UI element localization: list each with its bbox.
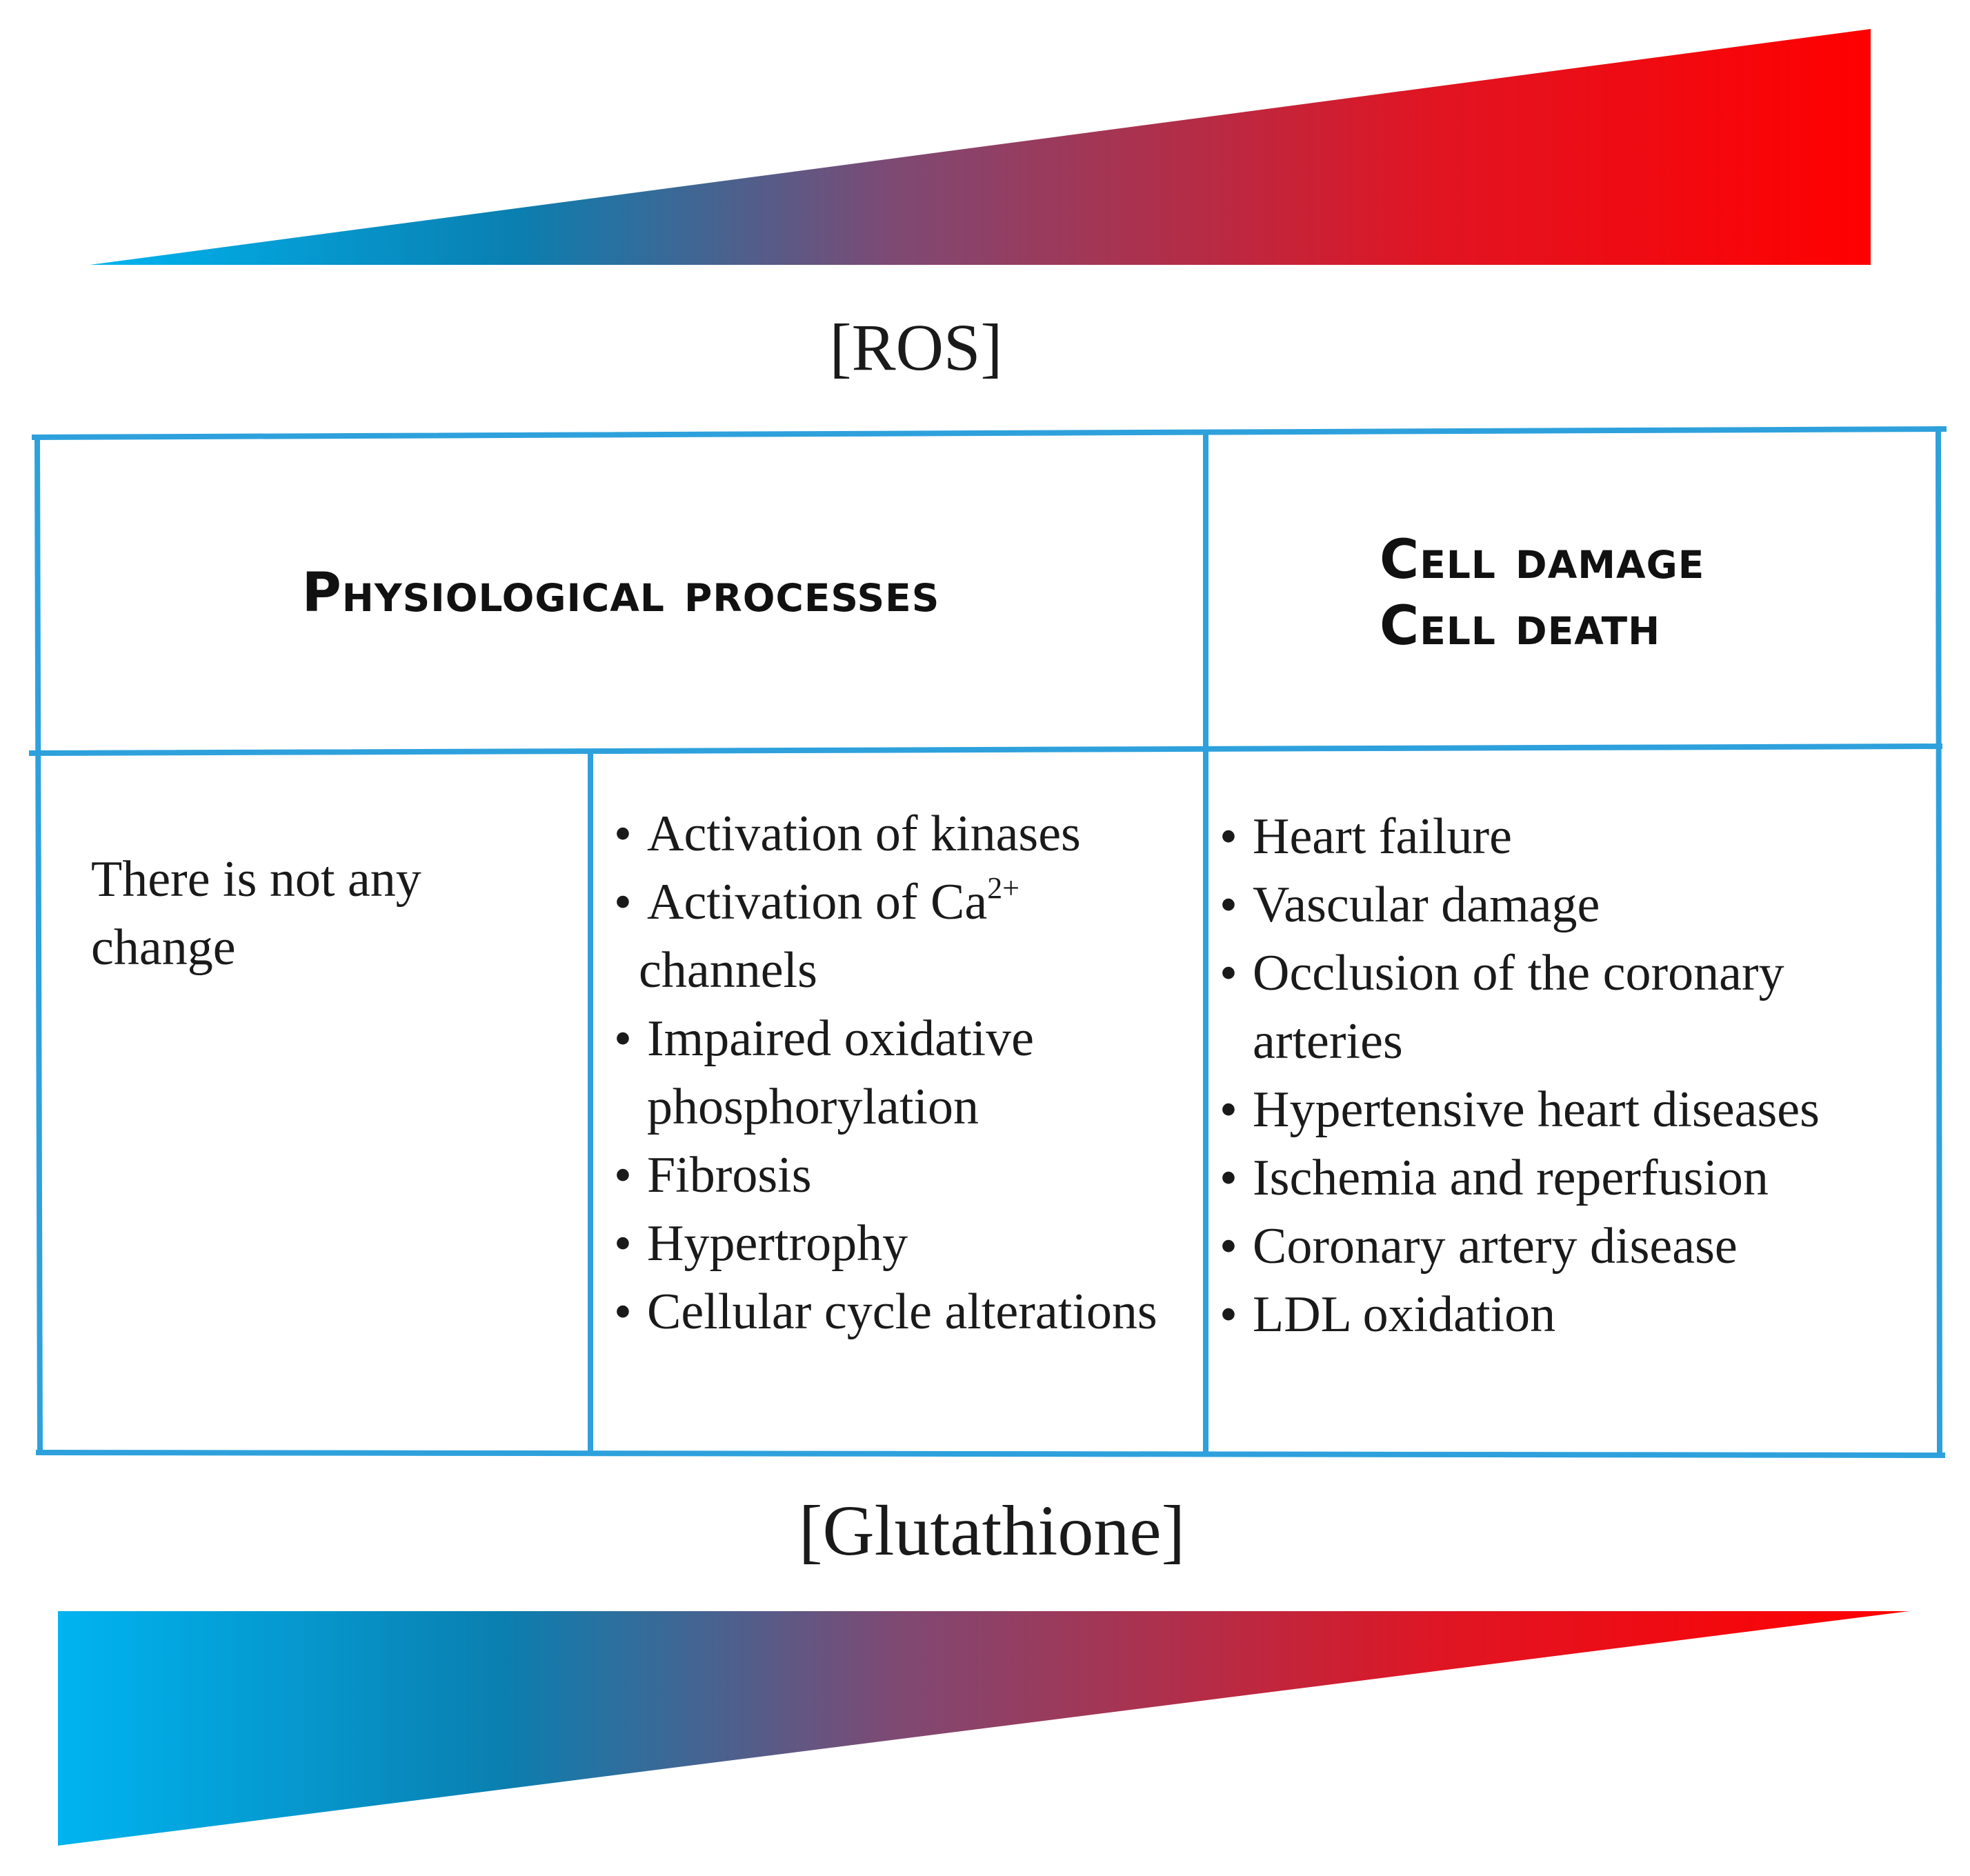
bullet-icon: • <box>1220 808 1237 865</box>
header-physiological-processes: Physiological processes <box>301 562 940 624</box>
list-item-text: Fibrosis <box>647 1147 812 1204</box>
bullet-icon: • <box>1220 1218 1237 1275</box>
bullet-icon: • <box>1220 1286 1237 1343</box>
header-divider <box>28 743 1943 757</box>
bullet-icon: • <box>1220 1081 1237 1138</box>
physiological-items-list: • Activation of kinases • Activation of … <box>614 800 1207 1346</box>
list-item-text: Activation of Ca <box>647 874 988 930</box>
list-item-continuation: channels <box>639 942 817 999</box>
list-item-text: Impaired oxidative phosphorylation <box>647 1010 1034 1135</box>
glutathione-label: [Glutathione] <box>798 1491 1186 1570</box>
list-item-text: Vascular damage <box>1253 877 1600 933</box>
table-bottom-border <box>35 1449 1946 1459</box>
damage-items-list: • Heart failure • Vascular damage • Occl… <box>1220 803 1937 1349</box>
list-item: • Hypertrophy <box>614 1210 1207 1278</box>
list-item-text: Occlusion of the coronary arteries <box>1253 945 1784 1070</box>
header-cell-death: Cell death <box>1380 595 1661 657</box>
bullet-icon: • <box>614 1215 632 1272</box>
bullet-icon: • <box>1220 877 1237 933</box>
ros-wedge-shape <box>90 29 1871 265</box>
table-left-border <box>34 434 43 1456</box>
header-physiological-cell: Physiological processes <box>41 441 1200 745</box>
list-item-text: Ischemia and reperfusion <box>1253 1150 1769 1206</box>
list-item: • Activation of Ca2+ channels <box>614 868 1207 1005</box>
bullet-icon: • <box>614 874 632 930</box>
list-item-text: Activation of kinases <box>647 806 1081 862</box>
list-item: • Heart failure <box>1220 803 1937 871</box>
list-item-text: Heart failure <box>1253 808 1512 865</box>
list-item: • Impaired oxidative phosphorylation <box>614 1005 1207 1141</box>
list-item: • Fibrosis <box>614 1141 1207 1210</box>
list-item: • Vascular damage <box>1220 871 1937 939</box>
header-cell-damage-cell: Cell damage Cell death <box>1207 441 1938 745</box>
list-item: • LDL oxidation <box>1220 1281 1937 1349</box>
bullet-icon: • <box>1220 1150 1237 1206</box>
ros-gradient-wedge <box>90 29 1871 265</box>
table-top-border <box>31 426 1947 441</box>
bullet-icon: • <box>1220 945 1237 1001</box>
list-item-text: Hypertensive heart diseases <box>1253 1081 1820 1138</box>
list-item-text: Hypertrophy <box>647 1215 908 1272</box>
ros-label: [ROS] <box>829 310 1003 384</box>
list-item-text: Coronary artery disease <box>1253 1218 1738 1275</box>
superscript-charge: 2+ <box>987 871 1020 905</box>
list-item: • Hypertensive heart diseases <box>1220 1076 1937 1144</box>
list-item: • Coronary artery disease <box>1220 1213 1937 1281</box>
header-cell-damage: Cell damage <box>1380 529 1705 591</box>
table-right-border <box>1935 426 1943 1459</box>
list-item-text: LDL oxidation <box>1253 1286 1556 1343</box>
list-item: • Ischemia and reperfusion <box>1220 1144 1937 1213</box>
bullet-icon: • <box>614 806 632 862</box>
list-item: • Cellular cycle alterations <box>614 1278 1207 1346</box>
bullet-icon: • <box>614 1147 632 1204</box>
list-item: • Activation of kinases <box>614 800 1207 868</box>
no-change-text: There is not any change <box>91 851 421 976</box>
bullet-icon: • <box>614 1284 632 1340</box>
list-item: • Occlusion of the coronary arteries <box>1220 939 1937 1076</box>
bullet-icon: • <box>614 1010 632 1067</box>
list-item-text: Cellular cycle alterations <box>647 1284 1157 1340</box>
